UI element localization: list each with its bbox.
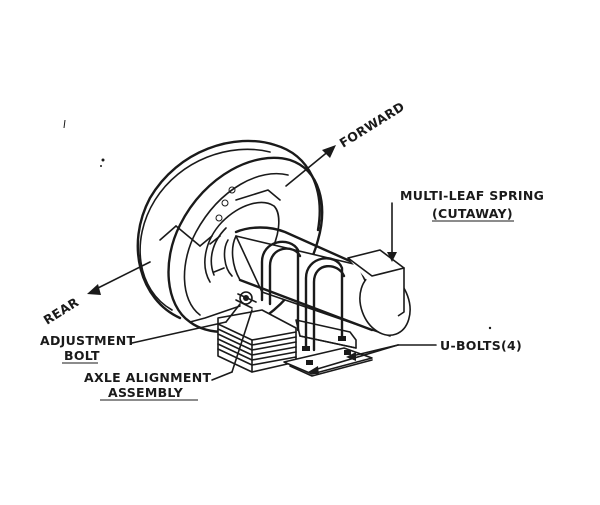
label-assembly: ASSEMBLY [108, 385, 184, 400]
adjustment-leader [131, 303, 241, 344]
rear-arrow [87, 261, 151, 295]
label-axle-alignment: AXLE ALIGNMENT [84, 370, 212, 385]
ubolt-leader [308, 344, 437, 375]
spring-leader [387, 202, 397, 262]
label-bolt: BOLT [64, 348, 100, 363]
label-forward: FORWARD [337, 99, 408, 151]
u-bolts [260, 240, 351, 365]
label-rear: REAR [41, 294, 82, 327]
wheel-drum [136, 139, 324, 334]
adjustment-bolt-part [235, 291, 257, 309]
forward-arrow [285, 145, 336, 187]
axle-alignment-leader [211, 309, 253, 381]
label-u-bolts: U-BOLTS(4) [440, 338, 522, 353]
label-adjustment: ADJUSTMENT [40, 333, 136, 348]
label-cutaway: (CUTAWAY) [432, 206, 513, 221]
label-multi-leaf-spring: MULTI-LEAF SPRING [400, 188, 544, 203]
